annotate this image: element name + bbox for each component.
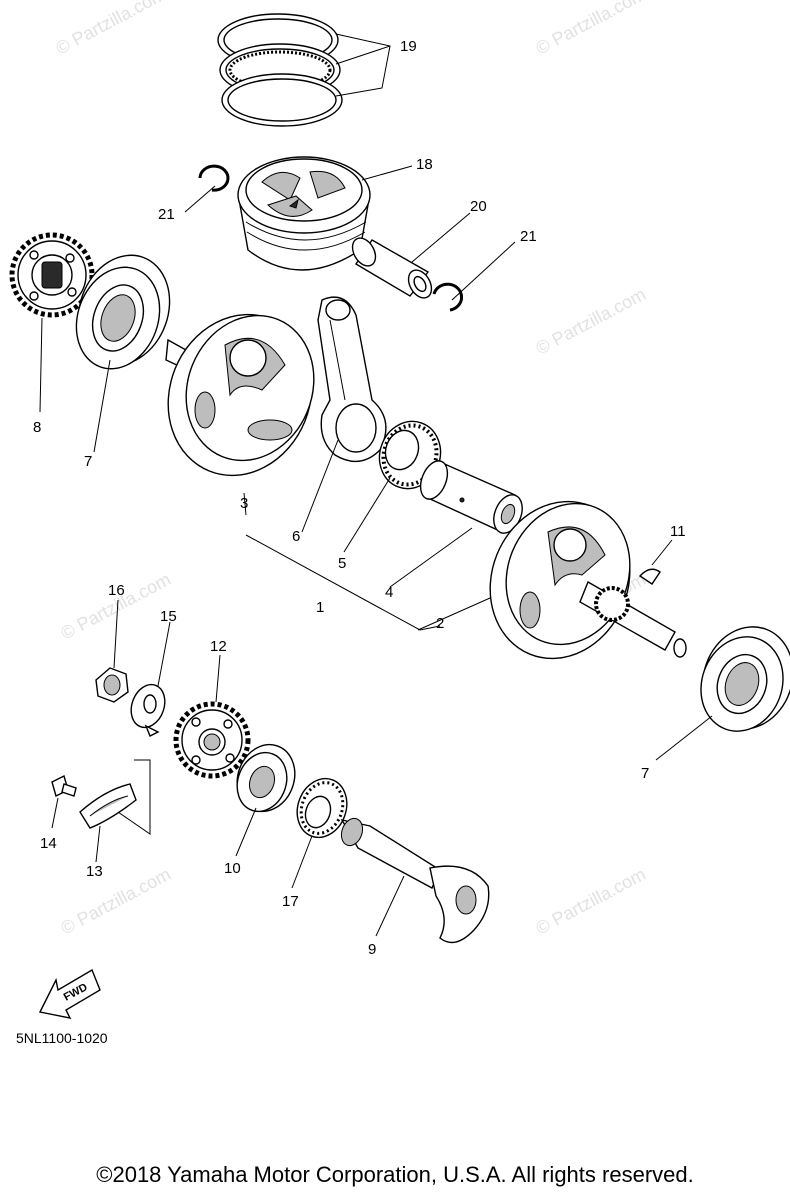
- diagram-code: 5NL1100-1020: [16, 1030, 108, 1046]
- callout-10: 10: [224, 860, 241, 877]
- watermarks: © Partzilla.com © Partzilla.com © Partzi…: [52, 0, 648, 939]
- fwd-arrow-icon: FWD: [38, 968, 101, 1019]
- callout-7-upper: 7: [84, 453, 92, 470]
- callouts: 19 18 21 20 21 8 7 3 6 5 4 1 2 11 7 16 1…: [33, 38, 686, 958]
- circlip-lower-part[interactable]: [432, 282, 463, 312]
- callout-11: 11: [670, 523, 686, 540]
- lock-washer-part[interactable]: [125, 680, 170, 737]
- copyright-notice: ©2018 Yamaha Motor Corporation, U.S.A. A…: [96, 1162, 694, 1187]
- piston-rings-part[interactable]: [217, 13, 343, 127]
- callout-3: 3: [240, 495, 248, 512]
- balancer-drive-gear-part[interactable]: [173, 701, 251, 779]
- plate-part[interactable]: [79, 759, 151, 835]
- crank-pin-part[interactable]: [415, 457, 527, 537]
- callout-15: 15: [160, 608, 177, 625]
- callout-19: 19: [400, 38, 417, 55]
- callout-13: 13: [86, 863, 103, 880]
- connecting-rod-part[interactable]: [317, 296, 387, 463]
- callout-5: 5: [338, 555, 346, 572]
- watermark: © Partzilla.com: [532, 284, 648, 359]
- callout-8: 8: [33, 419, 41, 436]
- callout-14: 14: [40, 835, 57, 852]
- bolt-part[interactable]: [51, 774, 77, 798]
- needle-bearing-small-part[interactable]: [289, 772, 355, 845]
- bearing-upper-part[interactable]: [63, 242, 185, 380]
- watermark: © Partzilla.com: [532, 864, 648, 939]
- callout-2: 2: [436, 615, 444, 632]
- crank-right-part[interactable]: [467, 480, 687, 679]
- callout-20: 20: [470, 198, 487, 215]
- callout-7-lower: 7: [641, 765, 649, 782]
- callout-9: 9: [368, 941, 376, 958]
- callout-12: 12: [210, 638, 227, 655]
- leader-lines: [39, 33, 713, 937]
- piston-pin-part[interactable]: [348, 234, 436, 302]
- watermark: © Partzilla.com: [532, 0, 648, 59]
- crank-left-part[interactable]: [144, 293, 335, 498]
- circlip-upper-part[interactable]: [198, 164, 230, 192]
- callout-18: 18: [416, 156, 433, 173]
- piston-part[interactable]: [237, 156, 371, 271]
- callout-4: 4: [385, 584, 393, 601]
- bearing-lower-part[interactable]: [688, 614, 790, 743]
- callout-1: 1: [316, 599, 324, 616]
- primary-drive-gear-part[interactable]: [9, 232, 95, 318]
- balancer-shaft-part[interactable]: [338, 815, 490, 944]
- woodruff-key-part[interactable]: [638, 568, 661, 585]
- callout-21-lower: 21: [520, 228, 537, 245]
- callout-6: 6: [292, 528, 300, 545]
- balancer-bearing-part[interactable]: [228, 736, 304, 819]
- watermark: © Partzilla.com: [52, 0, 168, 59]
- watermark: © Partzilla.com: [57, 864, 173, 939]
- callout-21-upper: 21: [158, 206, 175, 223]
- callout-16: 16: [108, 582, 125, 599]
- callout-17: 17: [282, 893, 299, 910]
- nut-part[interactable]: [95, 667, 129, 703]
